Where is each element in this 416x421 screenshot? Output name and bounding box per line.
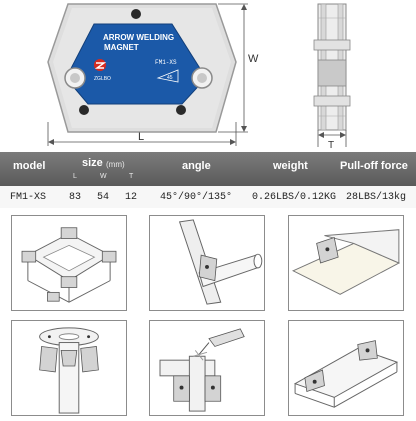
right-hole: [176, 105, 186, 115]
usage-panel-sheet-corner: [288, 215, 404, 311]
header-size: size: [82, 157, 103, 169]
cell-angle: 45°/90°/135°: [160, 192, 233, 203]
top-hole: [131, 9, 141, 19]
label-line1: ARROW WELDING: [103, 33, 174, 42]
header-pull-off: Pull-off force: [340, 160, 408, 172]
side-view: [313, 3, 351, 131]
cell-w: 54: [97, 192, 110, 203]
cell-weight: 0.26LBS/0.12KG: [252, 192, 337, 203]
cell-model: FM1-XS: [10, 192, 47, 203]
usage-panel-box-frame: [11, 215, 127, 311]
cell-t: 12: [125, 192, 138, 203]
header-weight: weight: [273, 160, 308, 172]
logo-text: ZGLBO: [94, 76, 111, 82]
left-hole: [79, 105, 89, 115]
model-badge: FM1-XS: [155, 59, 177, 66]
angle-badge: 45: [167, 75, 173, 81]
spec-table-header: model size (mm) L W T angle weight Pull-…: [0, 152, 416, 186]
header-angle: angle: [182, 160, 211, 172]
cell-l: 83: [69, 192, 82, 203]
usage-panel-pipe-tee: [149, 215, 265, 311]
cell-pull-off: 28LBS/13kg: [346, 192, 407, 203]
usage-panel-welding-tee: [149, 320, 265, 416]
product-drawing: ZGLBO ARROW WELDING MAGNET FM1-XS 45 W L: [0, 0, 416, 151]
dim-l: L: [138, 131, 144, 143]
usage-panel-frame-rail: [288, 320, 404, 416]
header-size-unit: (mm): [106, 160, 125, 169]
header-size-w: W: [100, 173, 107, 180]
usage-panel-flange-pipe: [11, 320, 127, 416]
label-line2: MAGNET: [104, 43, 139, 52]
spec-table-row: FM1-XS 83 54 12 45°/90°/135° 0.26LBS/0.1…: [0, 186, 416, 208]
header-model: model: [13, 160, 46, 172]
header-size-l: L: [73, 173, 77, 180]
header-size-t: T: [129, 173, 134, 180]
dim-w: W: [248, 53, 259, 65]
dim-t: T: [328, 140, 334, 150]
